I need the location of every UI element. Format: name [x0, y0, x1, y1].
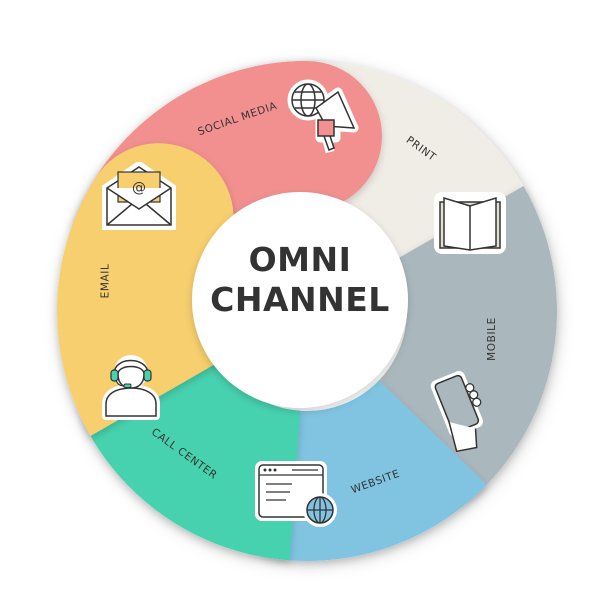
label-mobile: MOBILE	[485, 317, 498, 361]
label-email: EMAIL	[99, 263, 112, 299]
open-book-icon	[434, 192, 506, 254]
megaphone-globe-icon	[287, 79, 359, 154]
title-line-1: OMNI	[248, 240, 352, 279]
envelope-at-icon: @	[102, 162, 176, 230]
email-at-symbol: @	[132, 180, 146, 196]
center-circle	[192, 192, 408, 408]
hand-holding-phone-icon	[430, 371, 483, 453]
browser-globe-icon	[255, 461, 337, 527]
title-line-2: CHANNEL	[210, 280, 390, 319]
center-title: OMNI CHANNEL	[192, 240, 408, 320]
headset-agent-icon	[102, 355, 160, 420]
